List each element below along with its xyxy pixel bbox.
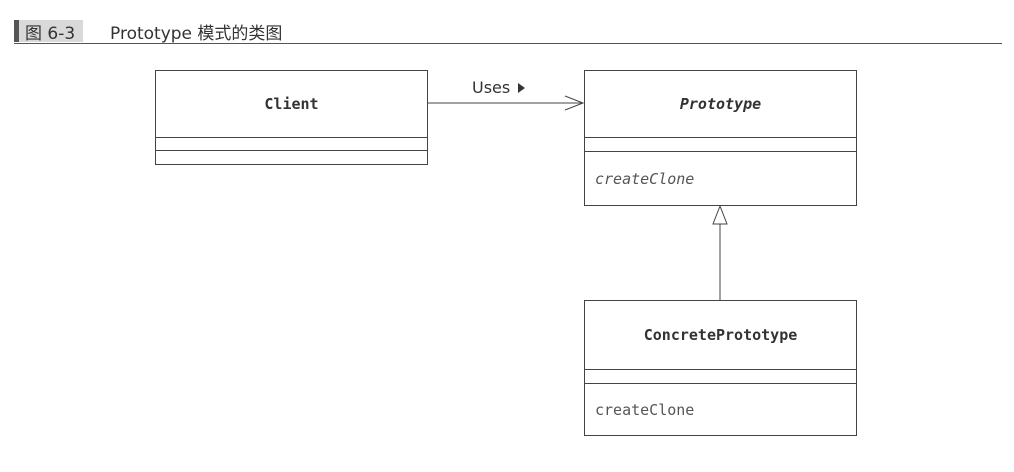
class-client: Client <box>155 70 428 165</box>
class-prototype-attributes <box>585 138 856 152</box>
class-client-operations <box>156 151 427 164</box>
uses-label: Uses <box>472 78 526 97</box>
figure-header: 图 6-3 Prototype 模式的类图 <box>14 18 1002 46</box>
class-prototype-name: Prototype <box>585 71 856 138</box>
class-client-name: Client <box>156 71 427 138</box>
uses-arrowhead <box>564 95 585 111</box>
class-concrete-prototype-operation: createClone <box>595 400 695 419</box>
header-rule <box>14 43 1002 44</box>
class-concrete-prototype: ConcretePrototype createClone <box>584 300 857 436</box>
figure-number: 图 6-3 <box>14 20 84 44</box>
class-prototype: Prototype createClone <box>584 70 857 206</box>
class-client-attributes <box>156 138 427 151</box>
class-concrete-prototype-name: ConcretePrototype <box>585 301 856 370</box>
class-prototype-operation: createClone <box>595 169 695 188</box>
generalization-arrowhead <box>712 204 728 225</box>
figure-title: Prototype 模式的类图 <box>110 23 283 44</box>
direction-triangle-icon <box>518 82 526 93</box>
uses-label-text: Uses <box>472 78 511 97</box>
class-concrete-prototype-attributes <box>585 370 856 384</box>
